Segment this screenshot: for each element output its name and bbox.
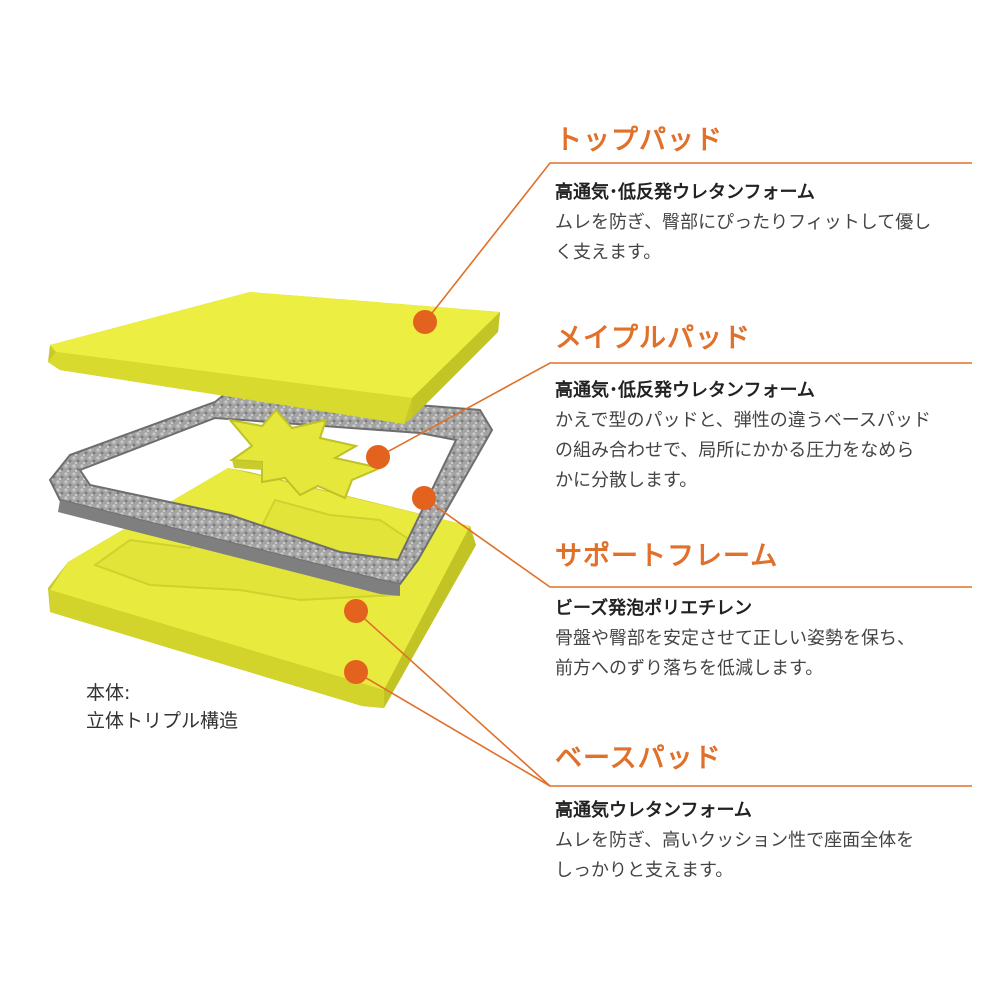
top-pad-description-line: ムレを防ぎ、臀部にぴったりフィットして優し [555,212,932,233]
maple-pad-description-line: かえで型のパッドと、弾性の違うベースパッド [555,410,931,431]
maple-pad-description-line: の組み合わせで、局所にかかる圧力をなめら [555,440,915,461]
support-frame-description: 骨盤や臀部を安定させて正しい姿勢を保ち、 前方へのずり落ちを低減します。 [555,624,985,684]
dot-maple-pad [366,445,390,469]
base-pad-material: 高通気ウレタンフォーム [555,800,752,821]
leader-support-frame [423,497,972,588]
section-support-frame: サポートフレーム ビーズ発泡ポリエチレン 骨盤や臀部を安定させて正しい姿勢を保ち… [555,540,985,684]
maple-pad-material: 高通気･低反発ウレタンフォーム [555,380,815,401]
top-pad-title: トップパッド [555,125,723,156]
top-pad-description: ムレを防ぎ、臀部にぴったりフィットして優し く支えます。 [555,208,985,268]
maple-pad-description: かえで型のパッドと、弾性の違うベースパッド の組み合わせで、局所にかかる圧力をな… [555,406,985,496]
section-top-pad: トップパッド 高通気･低反発ウレタンフォーム ムレを防ぎ、臀部にぴったりフィット… [555,124,985,268]
top-pad-description-line: く支えます。 [555,242,662,263]
maple-pad [227,408,384,500]
support-frame-description-line: 前方へのずり落ちを低減します。 [555,658,824,679]
dot-base-pad-1 [344,599,368,623]
base-pad-description-line: ムレを防ぎ、高いクッション性で座面全体を [555,830,915,851]
body-structure-label: 本体: 立体トリプル構造 [86,679,238,735]
body-label-line1: 本体: [86,682,131,704]
section-base-pad: ベースパッド 高通気ウレタンフォーム ムレを防ぎ、高いクッション性で座面全体を … [555,742,985,886]
callout-dots [344,310,437,684]
maple-pad-title: メイプルパッド [555,323,751,354]
support-frame-title: サポートフレーム [555,541,779,572]
base-pad-description: ムレを防ぎ、高いクッション性で座面全体を しっかりと支えます。 [555,826,985,886]
body-label-line2: 立体トリプル構造 [86,710,239,732]
support-frame-description-line: 骨盤や臀部を安定させて正しい姿勢を保ち、 [555,628,915,649]
top-pad-material: 高通気･低反発ウレタンフォーム [555,182,815,203]
section-maple-pad: メイプルパッド 高通気･低反発ウレタンフォーム かえで型のパッドと、弾性の違うベ… [555,322,985,496]
support-frame-material: ビーズ発泡ポリエチレン [555,598,753,619]
maple-pad-description-line: かに分散します。 [555,470,698,491]
leader-lines [355,162,972,787]
dot-top-pad [413,310,437,334]
dot-base-pad-2 [344,660,368,684]
base-pad-description-line: しっかりと支えます。 [555,860,734,881]
dot-support-frame [412,486,436,510]
leader-base-pad-2 [355,671,551,787]
leader-maple-pad [377,362,972,458]
base-pad-title: ベースパッド [555,743,722,774]
leader-top-pad [424,162,972,323]
top-pad [48,292,500,424]
